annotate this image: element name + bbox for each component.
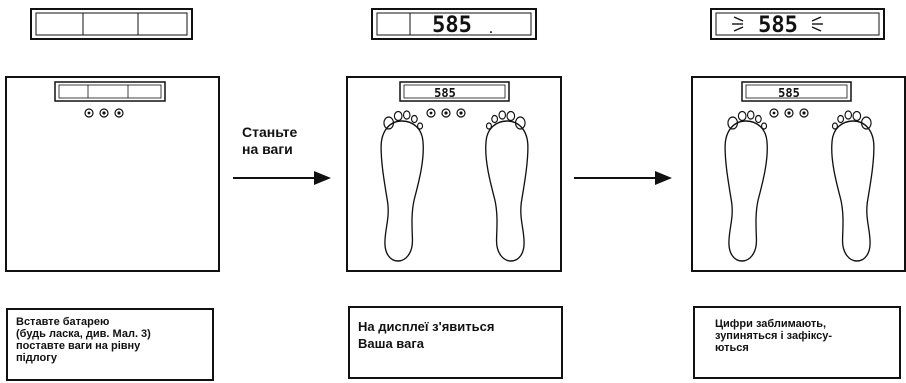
panel-1-scale xyxy=(5,76,220,272)
panel-1-display xyxy=(30,8,193,40)
arrow-1 xyxy=(233,171,331,185)
scale-buttons-icon xyxy=(426,108,466,118)
panel-2-scale: 585 xyxy=(346,76,562,272)
panel-2-reading: 585 xyxy=(432,13,472,38)
scale-buttons-icon xyxy=(84,108,124,118)
panel-3-reading: 585 xyxy=(758,13,798,38)
arrow-2 xyxy=(574,171,672,185)
panel-3-display: 585 xyxy=(710,8,885,40)
caption-step-3: Цифри заблимають, зупиняться і зафіксу- … xyxy=(693,306,901,379)
svg-text:.: . xyxy=(488,25,494,36)
flash-rays-left-icon xyxy=(732,16,744,32)
panel-3-small-reading: 585 xyxy=(778,86,800,100)
caption-step-2: На дисплеї з'явиться Ваша вага xyxy=(348,306,563,379)
panel-2-display: 585 . xyxy=(371,8,537,40)
flash-rays-right-icon xyxy=(811,16,823,32)
scale-buttons-icon xyxy=(769,108,809,118)
panel-2-small-reading: 585 xyxy=(434,86,456,100)
panel-3-scale: 585 xyxy=(691,76,906,272)
caption-step-1: Вставте батарею (будь ласка, див. Мал. 3… xyxy=(6,308,214,381)
step-label: Станьте на ваги xyxy=(242,124,298,157)
